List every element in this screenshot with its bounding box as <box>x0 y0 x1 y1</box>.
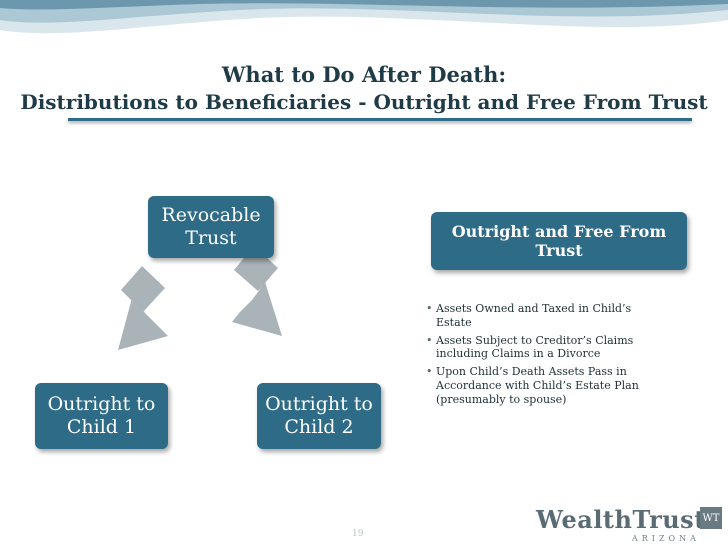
logo-subtitle: ARIZONA <box>632 534 700 543</box>
title-underline <box>68 118 692 121</box>
logo-mark-icon: WT <box>700 507 722 529</box>
outright-free-from-trust-box: Outright and Free From Trust <box>431 212 687 270</box>
box-label-line: Outright and Free From <box>451 221 667 241</box>
header-decoration <box>0 0 728 34</box>
outright-child1-box: Outright to Child 1 <box>35 383 168 449</box>
arrow-down-left-icon <box>118 266 168 350</box>
revocable-trust-box: Revocable Trust <box>148 196 274 258</box>
outright-child2-box: Outright to Child 2 <box>257 383 381 449</box>
company-logo: WealthTrust ARIZONA WT <box>536 505 724 543</box>
box-label-line: Child 2 <box>284 416 354 438</box>
arrow-down-right-icon <box>232 246 282 336</box>
consequences-list: Assets Owned and Taxed in Child’s Estate… <box>424 302 654 410</box>
logo-wordmark: WealthTrust <box>536 505 706 534</box>
box-label-line: Trust <box>535 241 583 260</box>
list-item: Assets Subject to Creditor’s Claims incl… <box>424 334 654 362</box>
page-number: 19 <box>352 529 364 539</box>
box-label-line: Trust <box>185 227 237 249</box>
box-label-line: Revocable <box>161 204 261 227</box>
list-item: Upon Child’s Death Assets Pass in Accord… <box>424 365 654 406</box>
box-label-line: Child 1 <box>66 416 137 438</box>
list-item: Assets Owned and Taxed in Child’s Estate <box>424 302 654 330</box>
page-title: What to Do After Death: <box>221 62 507 87</box>
box-label-line: Outright to <box>265 393 373 416</box>
box-label-line: Outright to <box>47 393 156 416</box>
page-subtitle: Distributions to Beneficiaries - Outrigh… <box>20 90 708 114</box>
